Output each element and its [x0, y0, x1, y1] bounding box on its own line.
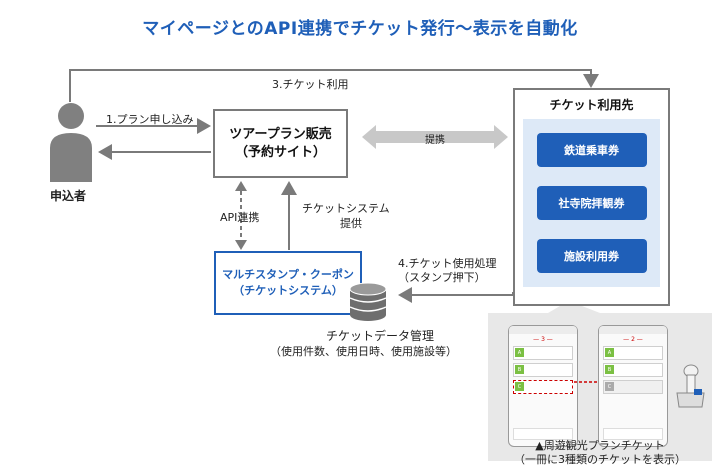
label-use-process-1: 4.チケット使用処理 — [398, 257, 497, 270]
stamp-device-icon — [676, 364, 705, 408]
venue-item-temple: 社寺院拝観券 — [536, 185, 647, 220]
applicant-label: 申込者 — [50, 189, 87, 203]
tour-plan-subtitle: （予約サイト） — [234, 144, 326, 160]
stamp-system-subtitle: （チケットシステム） — [233, 284, 343, 297]
tour-plan-title: ツアープラン販売 — [229, 126, 332, 142]
phone-after: — 2 — A B C — [598, 325, 668, 447]
page-title: マイページとのAPI連携でチケット発行〜表示を自動化 — [142, 19, 578, 39]
venue-box: チケット利用先 鉄道乗車券 社寺院拝観券 施設利用券 — [513, 88, 670, 306]
venue-title: チケット利用先 — [549, 98, 634, 112]
person-icon — [50, 103, 92, 182]
label-plan-apply: 1.プラン申し込み — [106, 113, 194, 126]
phone-before: — 3 — A B C — [508, 325, 578, 447]
label-use-process-2: （スタンプ押下） — [398, 271, 486, 284]
label-ticket-system-2: 提供 — [340, 217, 362, 230]
database-label: チケットデータ管理 — [326, 329, 435, 343]
venue-list: 鉄道乗車券 社寺院拝観券 施設利用券 — [523, 119, 660, 287]
example-panel: — 3 — A B C — 2 — A B C — [488, 313, 712, 461]
database-icon — [349, 282, 387, 321]
label-api: API連携 — [220, 211, 260, 224]
partnership-arrow — [362, 125, 508, 149]
venue-item-rail: 鉄道乗車券 — [536, 132, 647, 167]
example-caption: ▲周遊観光プランチケット — [535, 439, 665, 452]
database-sublabel: （使用件数、使用日時、使用施設等） — [270, 345, 457, 358]
edge-use-process — [398, 287, 514, 303]
example-subcaption: （一冊に3種類のチケットを表示） — [514, 453, 686, 466]
label-ticket-use: 3.チケット利用 — [272, 78, 349, 91]
stamp-system-title: マルチスタンプ・クーポン — [222, 268, 354, 281]
stamp-system-box: マルチスタンプ・クーポン （チケットシステム） — [214, 251, 362, 315]
edge-ticket-use — [69, 69, 599, 102]
label-partnership: 提携 — [425, 135, 445, 146]
label-ticket-system-1: チケットシステム — [302, 202, 390, 215]
venue-item-facility: 施設利用券 — [536, 239, 647, 274]
tour-plan-box: ツアープラン販売 （予約サイト） — [213, 109, 348, 178]
